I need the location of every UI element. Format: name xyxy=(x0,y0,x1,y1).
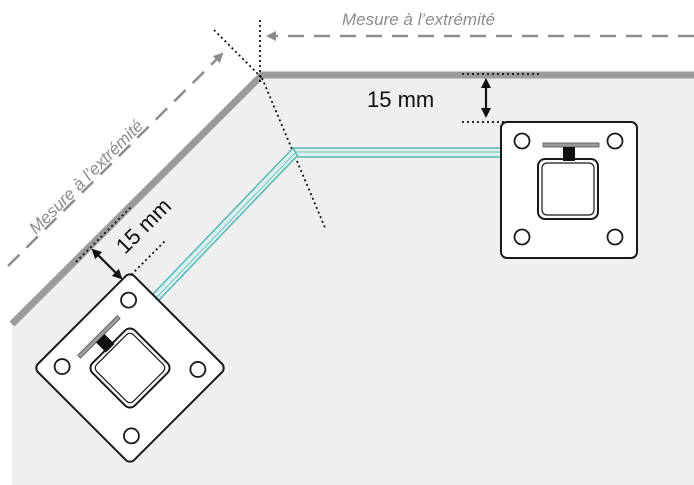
dim-dotted-inner-left xyxy=(109,239,167,297)
wall-edge xyxy=(9,71,694,327)
base-plate-right xyxy=(500,121,638,259)
label-dimension-right: 15 mm xyxy=(367,87,434,112)
dotted-diagonal-corner xyxy=(213,29,263,79)
base-plate-left xyxy=(35,273,225,463)
dim-dotted-outer-left xyxy=(75,205,133,263)
dim-arrow-left xyxy=(91,248,123,280)
label-measure-top: Mesure à l’extrémité xyxy=(342,10,495,29)
